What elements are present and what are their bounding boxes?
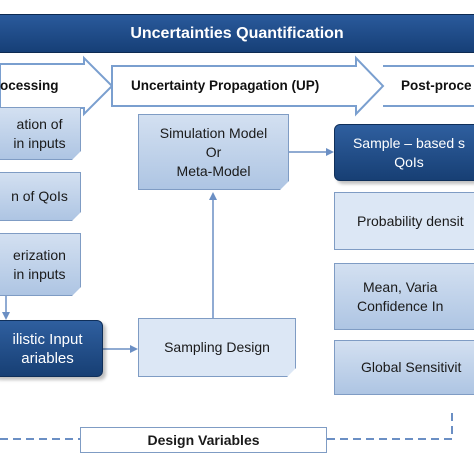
box-simulation-model: Simulation Model Or Meta-Model: [138, 114, 289, 190]
phase-label-uncertainty-propagation: Uncertainty Propagation (UP): [131, 78, 320, 93]
box-probability-density: Probability densit: [334, 192, 474, 250]
box-probabilistic-input-variables: ilistic Input ariables: [0, 320, 103, 377]
box-design-variables: Design Variables: [80, 427, 327, 453]
diagram-title: Uncertainties Quantification: [0, 14, 474, 53]
uncertainty-propagation-phase-arrow: [111, 55, 385, 117]
phase-label-pre-processing: ocessing: [0, 78, 59, 93]
phase-label-post-processing: Post-proce: [401, 78, 472, 93]
box-definition-qois: n of QoIs: [0, 172, 81, 221]
box-global-sensitivity: Global Sensitivit: [334, 340, 474, 395]
box-characterization-uncertain-inputs: erization in inputs: [0, 233, 81, 296]
box-identification-uncertain-inputs: ation of in inputs: [0, 107, 81, 160]
box-sample-based-qois: Sample – based s QoIs: [334, 124, 474, 181]
box-mean-variance-confidence: Mean, Varia Confidence In: [334, 263, 474, 330]
design-variables-feedback-loop: [0, 408, 453, 440]
box-sampling-design: Sampling Design: [138, 318, 296, 377]
